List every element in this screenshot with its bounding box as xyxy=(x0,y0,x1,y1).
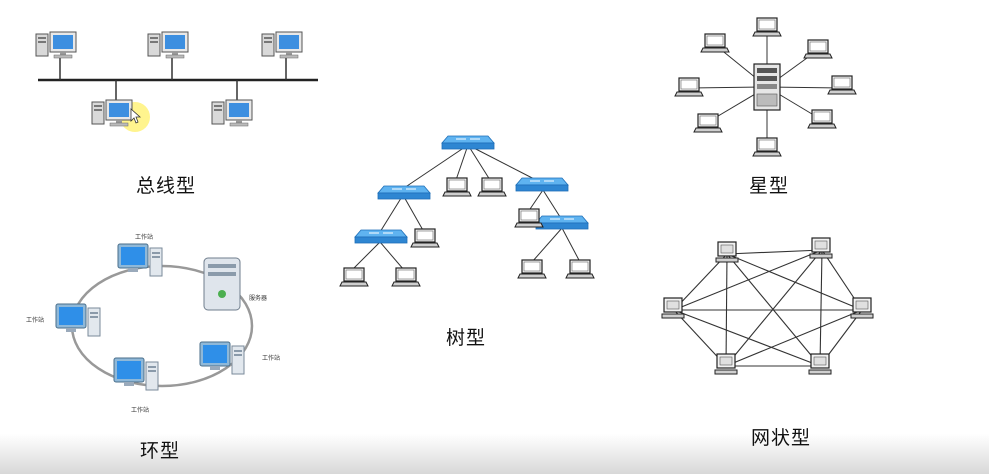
star-server xyxy=(753,63,781,111)
label-tree: 树型 xyxy=(446,327,487,349)
ring-label-workstation-left: 工作站 xyxy=(26,316,44,324)
ring-label-workstation-bottom: 工作站 xyxy=(131,406,149,414)
label-bus: 总线型 xyxy=(136,175,197,197)
bus-topology xyxy=(35,31,318,132)
mouse-cursor-icon xyxy=(130,108,142,124)
ring-label-workstation-top: 工作站 xyxy=(135,233,153,241)
star-topology xyxy=(674,17,857,157)
mesh-topology xyxy=(661,237,874,375)
label-ring: 环型 xyxy=(140,440,181,462)
ring-label-server: 服务器 xyxy=(249,294,267,302)
ring-topology xyxy=(55,243,254,391)
label-star: 星型 xyxy=(749,175,790,197)
bottom-shadow-bar xyxy=(0,434,989,474)
tree-topology xyxy=(339,135,595,287)
ring-label-workstation-right: 工作站 xyxy=(262,354,280,362)
label-mesh: 网状型 xyxy=(751,427,812,449)
ring-server xyxy=(203,257,241,311)
